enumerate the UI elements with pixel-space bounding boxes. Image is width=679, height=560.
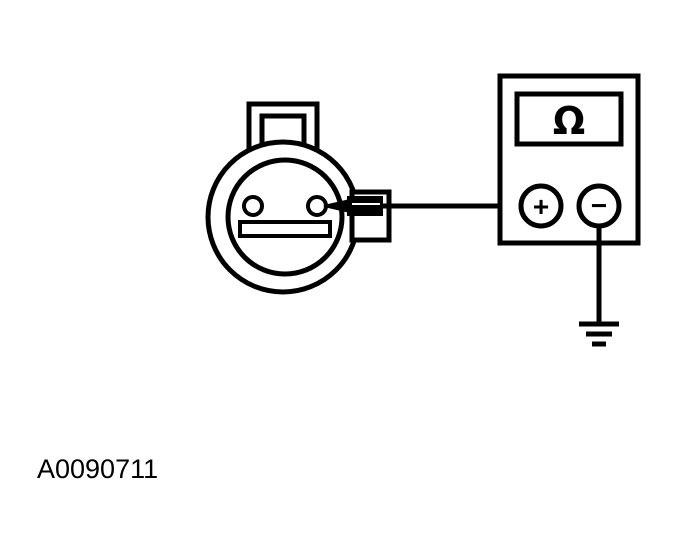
- positive-terminal-label: +: [533, 191, 549, 222]
- meter-display: [514, 91, 624, 147]
- connector-face: [225, 157, 345, 277]
- positive-terminal: [518, 183, 564, 229]
- ohmmeter-icon: Ω + −: [497, 73, 641, 246]
- connector-pin-1: [242, 195, 264, 217]
- connector-key-slot: [238, 220, 332, 238]
- connector-pin-2: [306, 195, 328, 217]
- negative-terminal-label: −: [591, 190, 607, 221]
- sensor-connector-icon: [205, 101, 392, 295]
- figure-id: A0090711: [37, 454, 159, 484]
- meter-display-symbol: Ω: [553, 99, 585, 143]
- probe-shank: [347, 196, 383, 216]
- test-probe-icon: [323, 196, 383, 216]
- ground-symbol-icon: [579, 321, 619, 347]
